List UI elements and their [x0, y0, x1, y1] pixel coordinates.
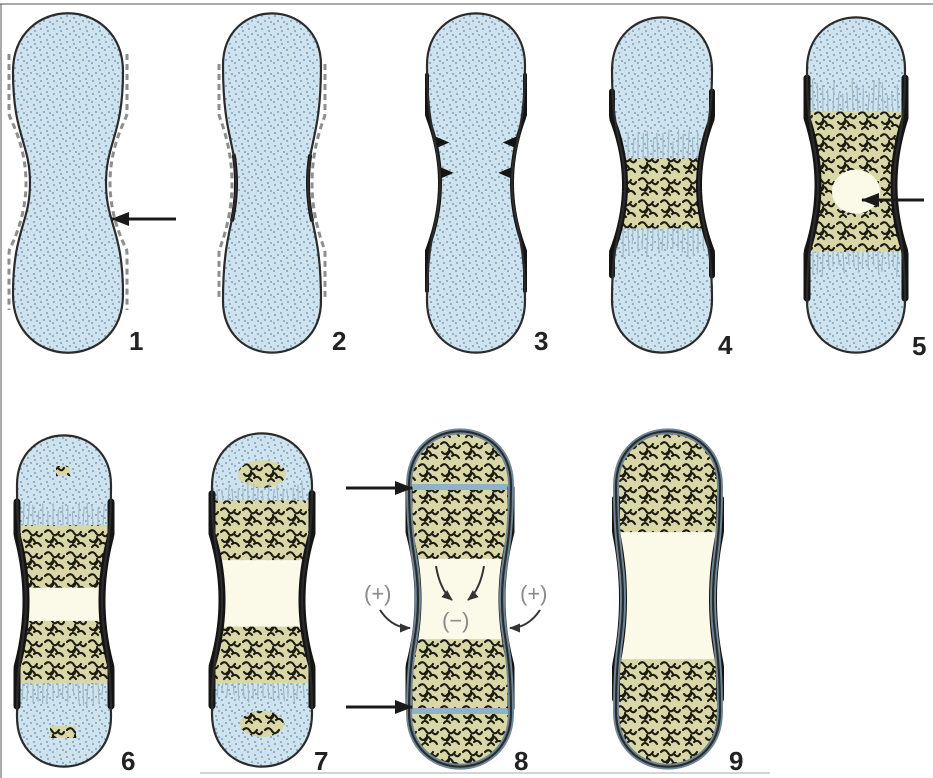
- bone-stage-6: [13, 435, 115, 766]
- sign-arrow-right-8: [510, 610, 540, 628]
- stage-label-4: 4: [718, 332, 732, 358]
- early-marrow-cavity-5: [832, 170, 880, 214]
- stage-label-1: 1: [129, 328, 143, 354]
- secondary-center-seed-bottom-6: [50, 726, 76, 738]
- stage-label-7: 7: [314, 748, 328, 774]
- bone-stage-8: [405, 431, 515, 766]
- bone-stage-9: [612, 431, 724, 766]
- spongy-bone-lower-6: [13, 621, 115, 684]
- stage-label-5: 5: [912, 333, 926, 359]
- spongy-bone-lower-7: [208, 627, 316, 683]
- bone-stage-3: [427, 13, 525, 352]
- sign-arrow-left-8: [380, 610, 410, 628]
- stage-label-8: 8: [514, 748, 528, 774]
- growth-plate-bottom-8: [405, 708, 515, 714]
- bone-stage-1: [9, 13, 127, 352]
- bone-stage-7: [208, 433, 316, 766]
- stage-label-2: 2: [332, 328, 346, 354]
- secondary-ossification-center-bottom-7: [240, 711, 284, 737]
- stage-label-6: 6: [121, 748, 135, 774]
- stage-label-3: 3: [534, 328, 548, 354]
- stage-label-9: 9: [729, 748, 743, 774]
- secondary-ossification-center-top-7: [238, 460, 286, 488]
- marrow-cavity-9: [612, 532, 724, 659]
- secondary-center-seed-top-6: [56, 466, 70, 476]
- stage8-minus-center-label: (−): [442, 610, 470, 632]
- bone-stage-2: [219, 13, 325, 352]
- bone-stage-5: [803, 17, 909, 352]
- bone-stage-4: [608, 17, 716, 352]
- stage8-plus-right-label: (+): [520, 583, 548, 605]
- spongy-bone-upper-7: [208, 500, 316, 560]
- stage8-plus-left-label: (+): [364, 583, 392, 605]
- growth-plate-top-8: [405, 484, 515, 490]
